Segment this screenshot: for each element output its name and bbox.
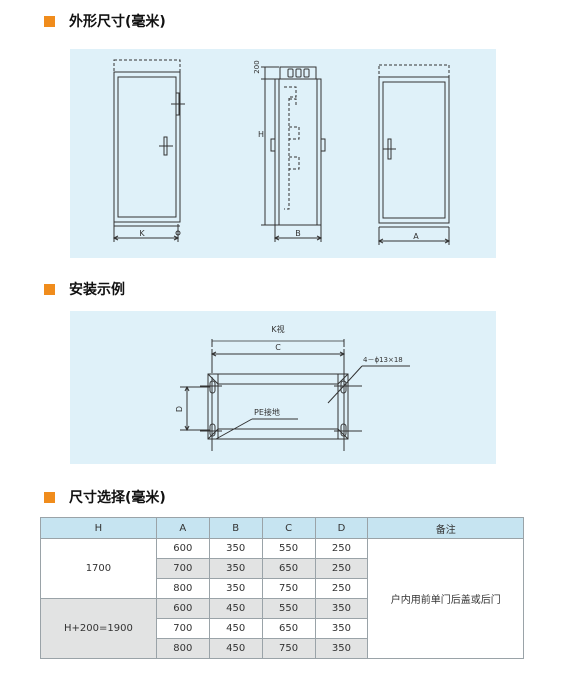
cell-c: 650: [261, 618, 316, 639]
section-title-install: 安装示例: [44, 279, 125, 299]
dim-200-label: 200: [253, 60, 261, 73]
outline-drawing: K 200 H B: [112, 59, 451, 245]
header-note: 备注: [367, 517, 524, 539]
cell-b: 350: [208, 558, 263, 579]
section-title-select: 尺寸选择(毫米): [44, 487, 166, 507]
section-title-outline: 外形尺寸(毫米): [44, 11, 166, 31]
left-ground-bolt: [175, 230, 181, 236]
cell-d: 250: [314, 578, 369, 599]
table-row: 800 450 750 350: [41, 638, 524, 659]
section-title-text: 安装示例: [69, 282, 125, 298]
kview-label: K视: [271, 324, 284, 334]
header-c: C: [261, 517, 316, 539]
cell-h-group-1: 1700: [40, 538, 157, 599]
cell-d: 250: [314, 538, 369, 559]
cell-b: 450: [208, 598, 263, 619]
dim-h-label: H: [258, 130, 264, 139]
left-cabinet-door: [117, 76, 177, 218]
header-h: H: [40, 517, 157, 539]
dim-k-label: K: [139, 229, 145, 238]
pe-ground-label: PE接地: [254, 407, 280, 417]
cell-a: 800: [155, 578, 210, 599]
dim-d-label: D: [175, 406, 184, 412]
table-header-row: H A B C D 备注: [40, 517, 524, 539]
cell-b: 350: [208, 538, 263, 559]
section-marker-icon: [44, 15, 55, 27]
cell-h-group-2: H+200=1900: [40, 598, 157, 659]
header-b: B: [208, 517, 263, 539]
left-cabinet-body: [113, 71, 181, 223]
dim-b-label: B: [295, 229, 301, 238]
cell-d: 350: [314, 598, 369, 619]
dim-a-label: A: [413, 232, 419, 241]
cell-c: 750: [261, 578, 316, 599]
cell-d: 350: [314, 618, 369, 639]
dim-c-label: C: [275, 343, 281, 352]
header-d: D: [314, 517, 369, 539]
header-a: A: [155, 517, 210, 539]
left-top-box-dashed: [113, 59, 181, 73]
middle-right-handle: [320, 138, 326, 152]
section-title-text: 尺寸选择(毫米): [69, 490, 166, 506]
cell-b: 450: [208, 638, 263, 659]
cell-c: 750: [261, 638, 316, 659]
cell-a: 600: [155, 598, 210, 619]
cell-c: 550: [261, 538, 316, 559]
table-row: 1700 600 350 550 250 户内用前单门后盖或后门: [40, 538, 524, 659]
cell-b: 350: [208, 578, 263, 599]
install-drawing-panel: K视 C D 4－ϕ13×18 PE接地: [70, 311, 496, 464]
base-frame-outer: [207, 373, 349, 440]
size-selection-table: H A B C D 备注 1700 600 350 550 250 户内用前单门…: [40, 517, 524, 659]
right-cabinet-body: [378, 76, 450, 224]
outline-drawing-panel: K 200 H B: [70, 49, 496, 258]
cell-a: 600: [155, 538, 210, 559]
table-row: 700 450 650 350: [41, 618, 524, 639]
cell-a: 700: [155, 618, 210, 639]
cell-a: 800: [155, 638, 210, 659]
section-title-text: 外形尺寸(毫米): [69, 14, 166, 30]
cell-c: 650: [261, 558, 316, 579]
cell-note: 户内用前单门后盖或后门: [367, 538, 524, 659]
cell-c: 550: [261, 598, 316, 619]
section-marker-icon: [44, 283, 55, 295]
right-top-box-dashed: [378, 64, 450, 78]
hole-spec-label: 4－ϕ13×18: [363, 356, 403, 364]
middle-left-hinge: [270, 138, 276, 152]
cell-b: 450: [208, 618, 263, 639]
cell-d: 350: [314, 638, 369, 659]
cell-a: 700: [155, 558, 210, 579]
table-row: H+200=1900 600 450 550 350: [40, 598, 524, 659]
cell-d: 250: [314, 558, 369, 579]
section-marker-icon: [44, 491, 55, 503]
middle-cabinet-body: [274, 78, 322, 226]
right-cabinet-door: [382, 81, 446, 219]
install-drawing: K视 C D 4－ϕ13×18 PE接地: [175, 324, 410, 451]
